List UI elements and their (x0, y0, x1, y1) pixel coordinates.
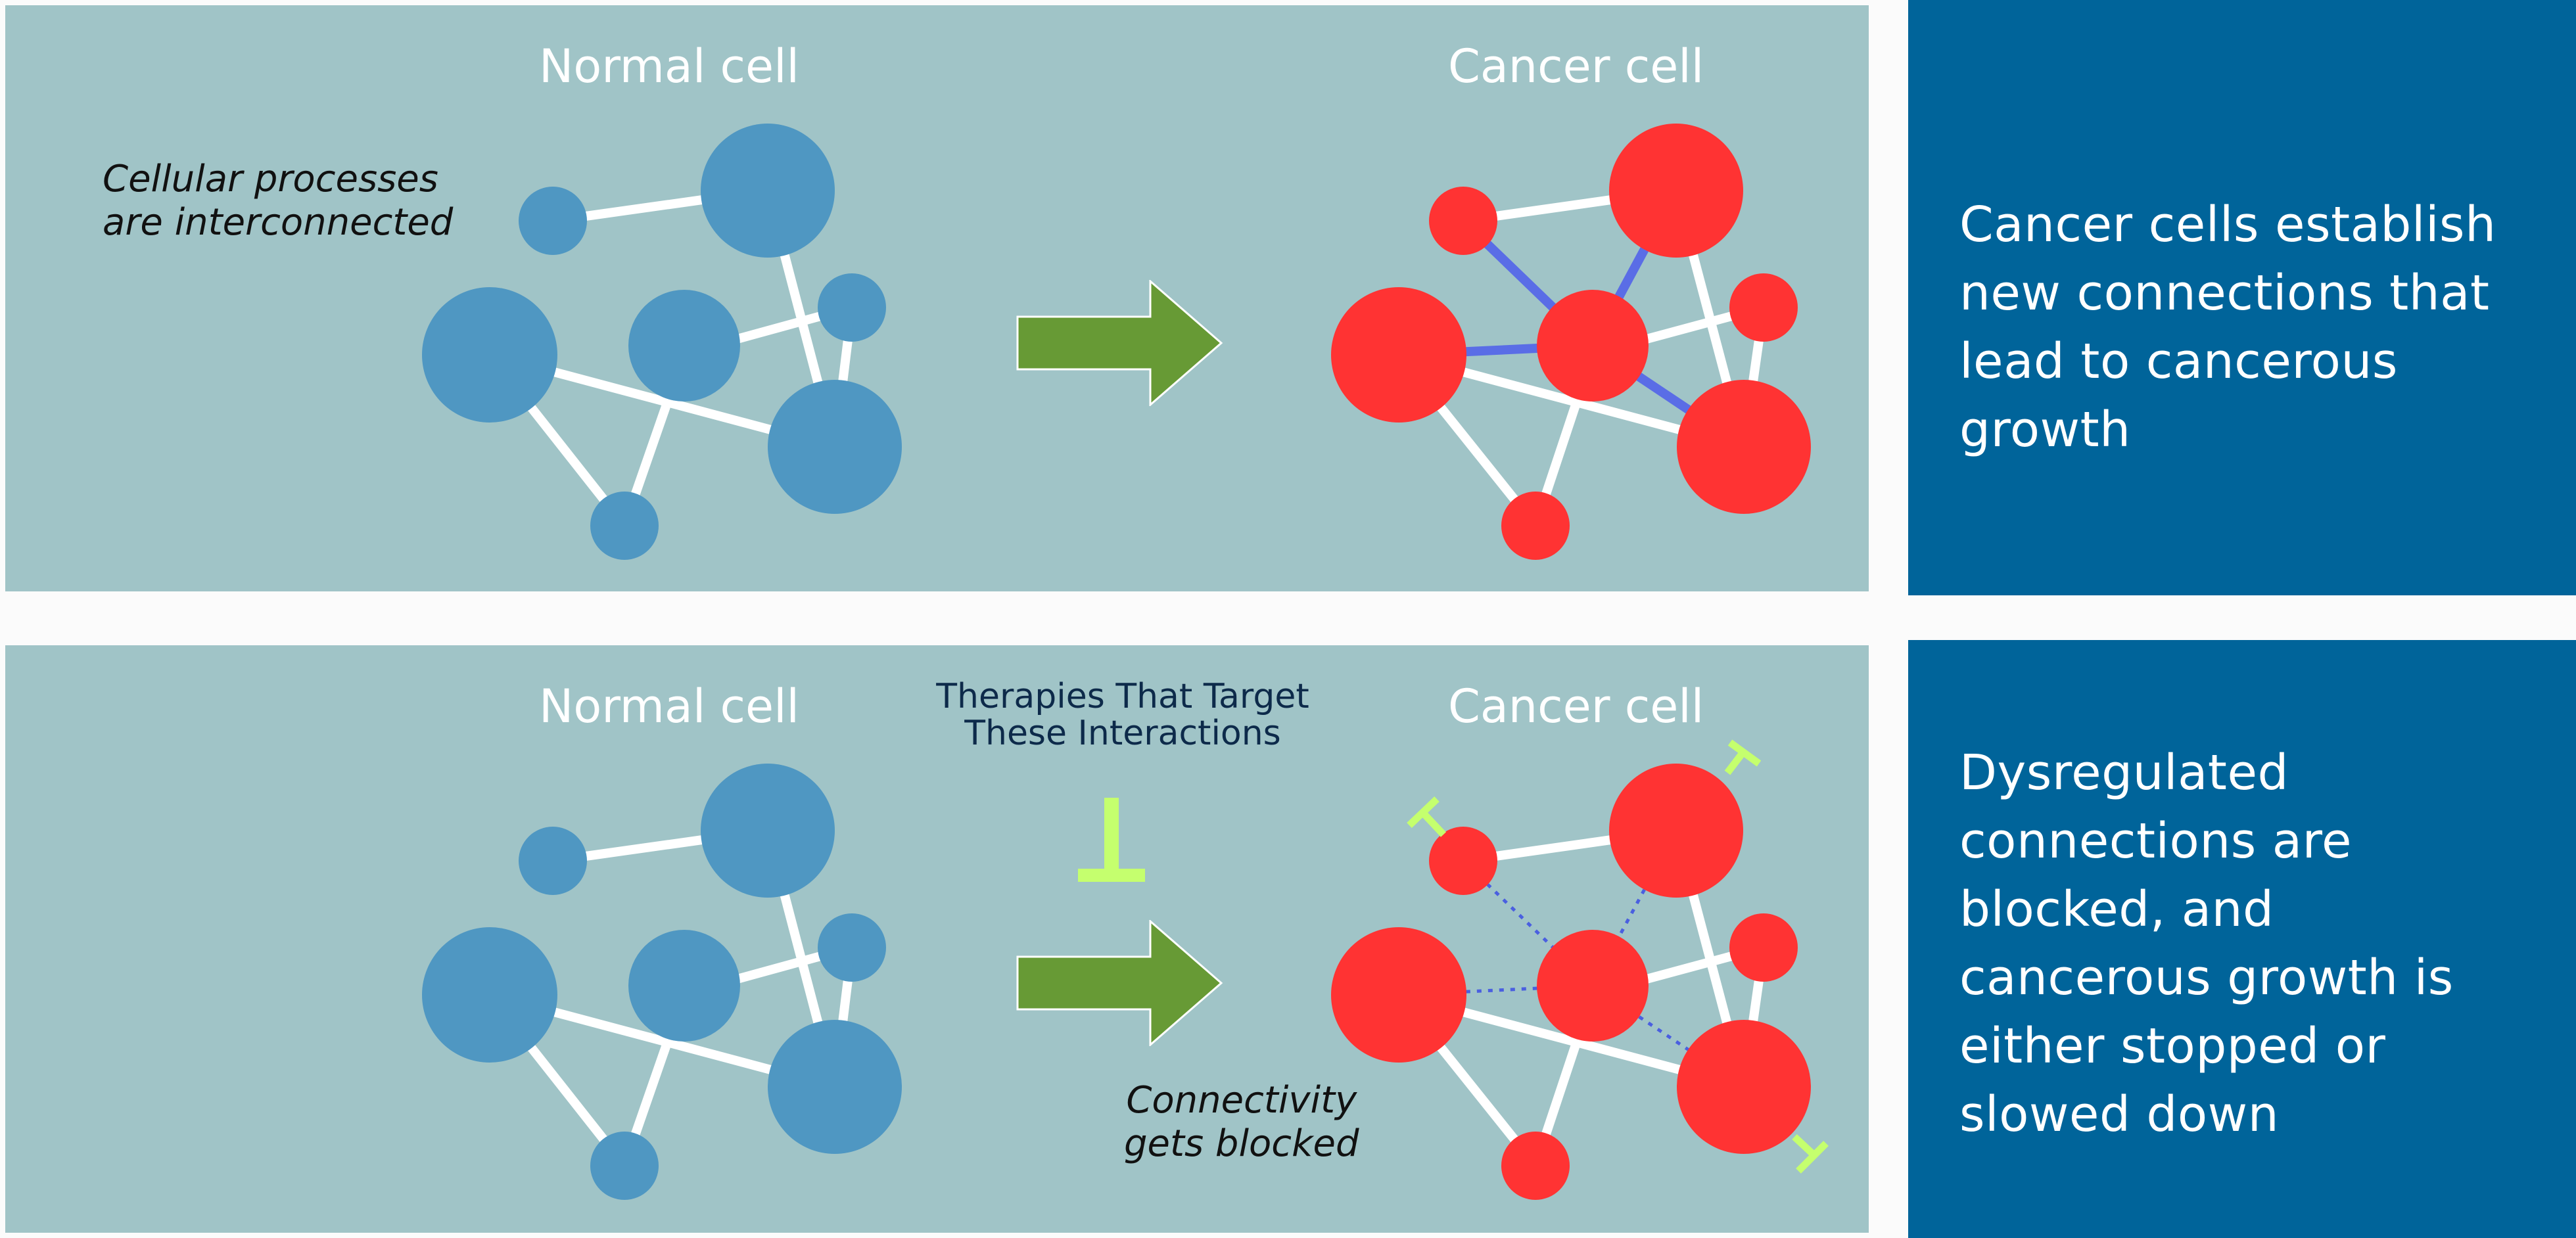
node-icon (628, 290, 740, 401)
node-icon (1501, 1132, 1570, 1200)
inhibition-t-bar-icon (1407, 796, 1447, 837)
node-icon (1331, 287, 1466, 423)
node-icon (701, 764, 835, 898)
inhibition-t-bar-icon (1078, 798, 1145, 882)
node-icon (1501, 492, 1570, 560)
top-diagram-panel: Normal cell Cancer cell Cellular process… (5, 5, 1869, 591)
node-icon (1729, 273, 1798, 342)
node-icon (628, 930, 740, 1042)
node-icon (1331, 927, 1466, 1063)
node-icon (1537, 930, 1649, 1042)
node-icon (1429, 827, 1497, 895)
inhibition-t-bar-icon (1724, 739, 1762, 775)
node-icon (590, 1132, 659, 1200)
cancer-cell-network (1331, 124, 1811, 560)
node-icon (422, 927, 557, 1063)
node-icon (1677, 380, 1811, 514)
interconnected-note: Cellular processes are interconnected (103, 158, 454, 244)
blocked-cancer-cell-network (1331, 739, 1829, 1200)
node-icon (768, 380, 902, 514)
cancer-cell-label: Cancer cell (1448, 679, 1704, 733)
normal-cell-network (422, 124, 902, 560)
normal-cell-label: Normal cell (539, 679, 799, 733)
connectivity-blocked-note: Connectivity gets blocked (1124, 1079, 1359, 1165)
node-icon (519, 827, 587, 895)
node-icon (1609, 124, 1743, 258)
normal-cell-label: Normal cell (539, 39, 799, 93)
node-icon (1729, 913, 1798, 982)
node-icon (422, 287, 557, 423)
bottom-diagram-panel: Normal cell Cancer cell Therapies That T… (5, 645, 1869, 1233)
top-explanation-text: Cancer cells establish new connections t… (1959, 196, 2496, 458)
cancer-cell-label: Cancer cell (1448, 39, 1704, 93)
node-icon (818, 913, 886, 982)
node-icon (1537, 290, 1649, 401)
right-arrow-icon (1016, 280, 1223, 406)
bottom-explanation-box: Dysregulated connections are blocked, an… (1908, 640, 2576, 1238)
node-icon (519, 187, 587, 255)
node-icon (768, 1020, 902, 1154)
inhibition-t-bar-icon (1792, 1134, 1829, 1174)
therapy-label: Therapies That Target These Interactions (936, 677, 1309, 753)
normal-cell-network (422, 764, 902, 1200)
node-icon (818, 273, 886, 342)
bottom-explanation-text: Dysregulated connections are blocked, an… (1959, 745, 2454, 1143)
node-icon (701, 124, 835, 258)
node-icon (590, 492, 659, 560)
node-icon (1677, 1020, 1811, 1154)
node-icon (1609, 764, 1743, 898)
right-arrow-icon (1016, 920, 1223, 1046)
node-icon (1429, 187, 1497, 255)
top-explanation-box: Cancer cells establish new connections t… (1908, 0, 2576, 595)
